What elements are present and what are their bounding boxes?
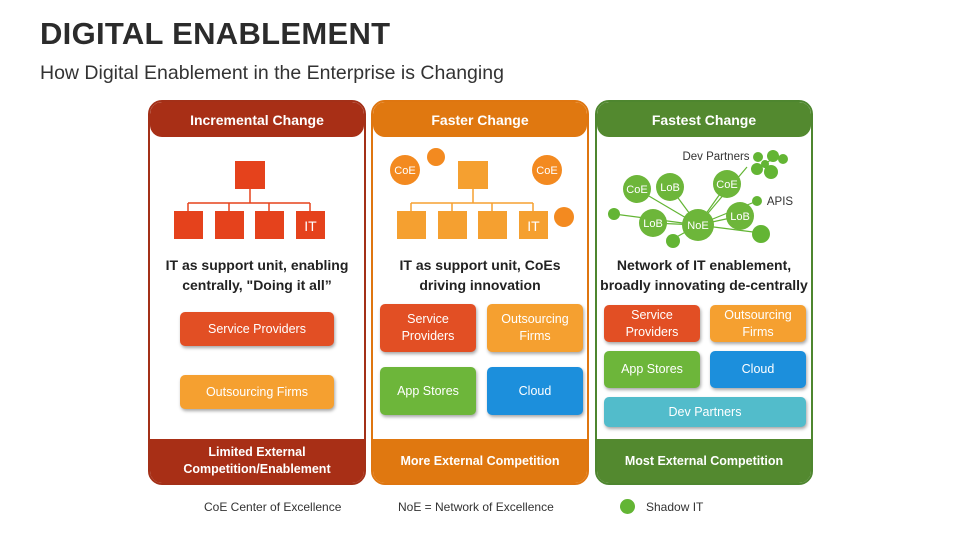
description-line: IT as support unit, enabling <box>165 257 349 273</box>
box-line: Outsourcing <box>724 307 792 322</box>
cloud-box: Cloud <box>487 367 583 415</box>
shadow-it-dot <box>427 148 445 166</box>
network-node-label: LoB <box>660 182 680 194</box>
box-line: Providers <box>401 329 455 343</box>
column-faster-change: Faster Change CoE CoE IT IT as support u… <box>371 100 589 485</box>
column-incremental-change: Incremental Change IT IT as support unit… <box>148 100 366 485</box>
column-footer: More External Competition <box>373 439 587 483</box>
coe-node-label: CoE <box>536 165 557 177</box>
app-stores-box: App Stores <box>604 351 700 388</box>
network-node-label: LoB <box>730 211 750 223</box>
page-subtitle: How Digital Enablement in the Enterprise… <box>40 62 504 84</box>
network-node <box>726 202 754 230</box>
column-description: IT as support unit, enabling centrally, … <box>150 255 364 296</box>
column-header: Faster Change <box>373 102 587 137</box>
page-title: DIGITAL ENABLEMENT <box>40 16 391 51</box>
column-footer: Limited External Competition/Enablement <box>150 439 364 483</box>
description-line: IT as support unit, CoEs <box>399 257 561 273</box>
description-line: Network of IT enablement, <box>616 257 792 273</box>
column-header: Fastest Change <box>597 102 811 137</box>
column-description: IT as support unit, CoEs driving innovat… <box>373 255 587 296</box>
cloud-box: Cloud <box>710 351 806 388</box>
coe-node-label: CoE <box>394 165 415 177</box>
footer-line: Limited External <box>208 445 306 460</box>
org-chart-diagram: IT <box>174 161 325 239</box>
column-fastest-change: Fastest Change CoE <box>595 100 813 485</box>
org-child-box <box>215 211 244 239</box>
org-it-box <box>296 211 325 239</box>
network-node <box>713 170 741 198</box>
legend-shadow-it: Shadow IT <box>646 500 704 514</box>
noe-hub-node <box>682 209 714 241</box>
org-child-box <box>397 211 426 239</box>
org-root-box <box>458 161 488 189</box>
shadow-it-legend-icon <box>620 499 635 514</box>
network-node <box>656 173 684 201</box>
org-it-label: IT <box>304 218 317 234</box>
shadow-it-dot <box>666 234 680 248</box>
box-line: Firms <box>742 324 774 339</box>
description-line: broadly innovating de-centrally <box>600 277 808 294</box>
coe-node <box>390 155 420 185</box>
box-line: Firms <box>519 329 551 343</box>
network-node-label: CoE <box>716 179 737 191</box>
shadow-it-dot <box>752 225 770 243</box>
column-description: Network of IT enablement, broadly innova… <box>597 255 811 296</box>
network-node-label: LoB <box>643 218 663 230</box>
network-node-label: CoE <box>626 184 647 196</box>
legend-coe: CoE Center of Excellence <box>204 500 342 514</box>
shadow-it-dot <box>764 165 778 179</box>
dev-partners-label: Dev Partners <box>682 151 749 163</box>
org-child-box <box>174 211 203 239</box>
org-child-box <box>438 211 467 239</box>
service-providers-box: Service Providers <box>180 312 334 346</box>
column-header: Incremental Change <box>150 102 364 137</box>
shadow-it-dot <box>751 163 763 175</box>
box-line: Service <box>407 312 449 327</box>
box-line: Providers <box>625 324 679 339</box>
shadow-it-dot <box>761 160 769 168</box>
shadow-it-dot <box>554 207 574 227</box>
column-footer: Most External Competition <box>597 439 811 483</box>
org-child-box <box>255 211 284 239</box>
app-stores-box: App Stores <box>380 367 476 415</box>
org-child-box <box>478 211 507 239</box>
shadow-it-dot <box>753 152 763 162</box>
org-root-box <box>235 161 265 189</box>
apis-label: APIS <box>767 196 794 208</box>
shadow-it-dot <box>778 154 788 164</box>
dev-partners-box: Dev Partners <box>604 397 806 427</box>
box-line: Service <box>631 307 673 322</box>
description-line: centrally, "Doing it all” <box>182 277 332 294</box>
network-node <box>639 209 667 237</box>
box-line: Outsourcing <box>501 312 569 327</box>
shadow-it-dot <box>752 196 762 206</box>
org-chart-coe-diagram: CoE CoE IT <box>390 148 574 239</box>
footer-line: Competition/Enablement <box>183 462 331 476</box>
network-diagram: CoE LoB CoE LoB LoB NoE Dev Partners API… <box>608 150 794 248</box>
outsourcing-firms-box: Outsourcing Firms <box>180 375 334 409</box>
legend-noe: NoE = Network of Excellence <box>398 500 554 514</box>
org-it-label: IT <box>527 218 540 234</box>
shadow-it-dot <box>767 150 779 162</box>
coe-node <box>532 155 562 185</box>
noe-hub-label: NoE <box>687 220 708 232</box>
description-line: driving innovation <box>419 277 541 294</box>
network-node <box>623 175 651 203</box>
org-it-box <box>519 211 548 239</box>
shadow-it-dot <box>608 208 620 220</box>
